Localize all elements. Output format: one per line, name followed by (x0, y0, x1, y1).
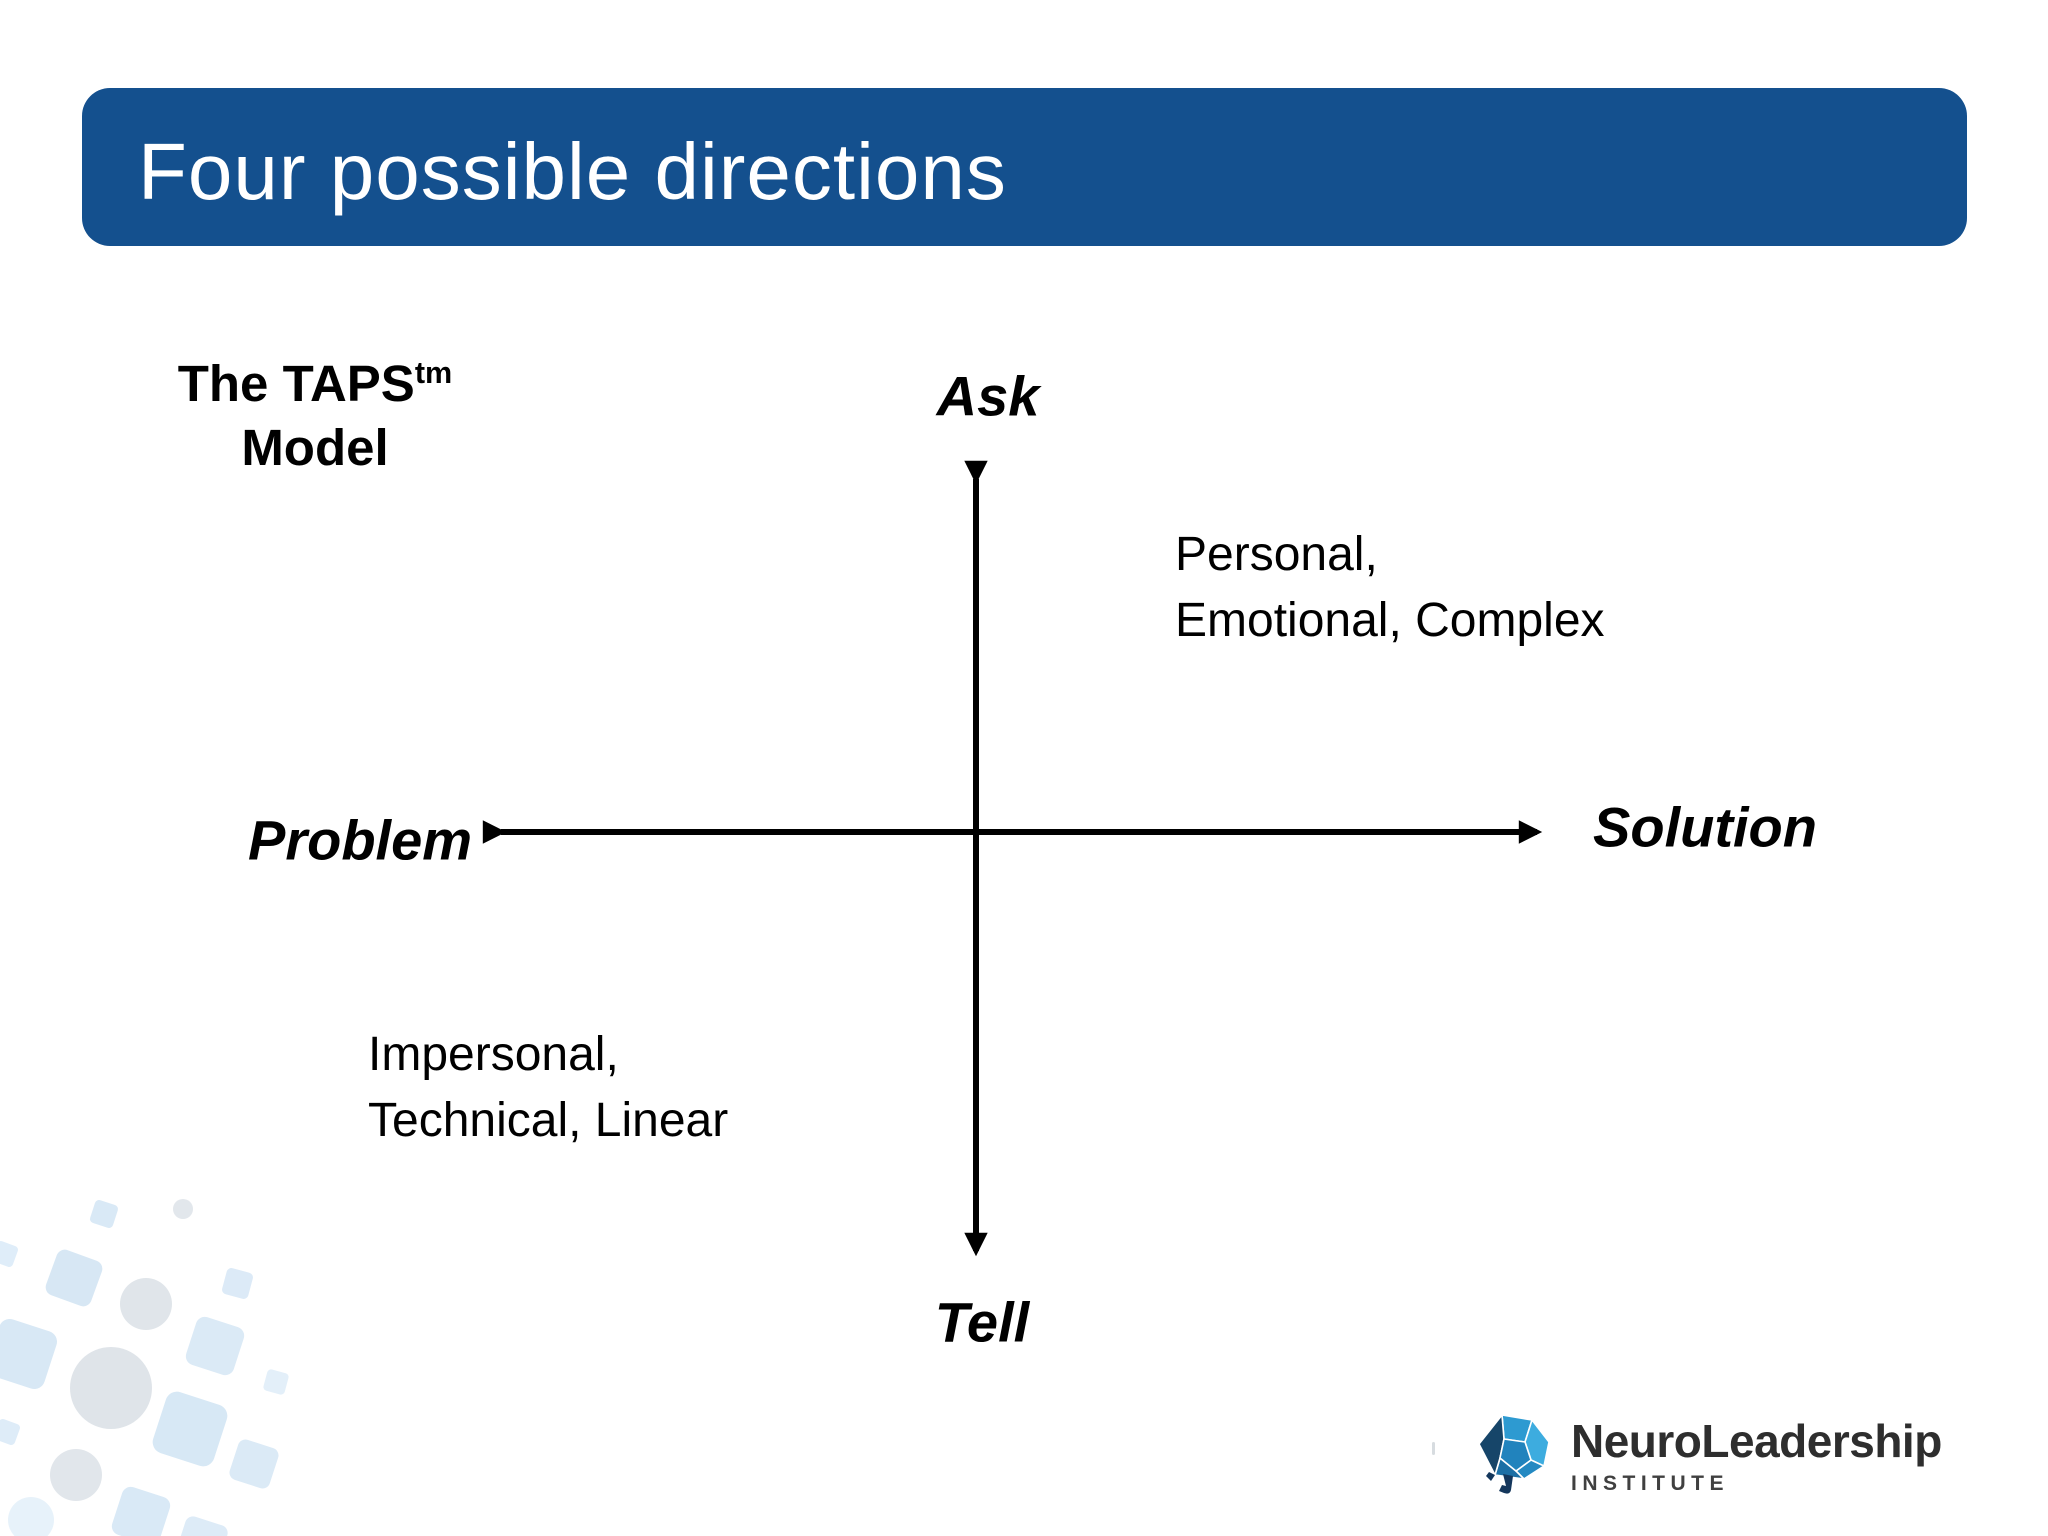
neuroleadership-logo: NeuroLeadership INSTITUTE (1475, 1412, 1942, 1500)
quadrant-top-right-text: Personal, Emotional, Complex (1175, 522, 1605, 654)
title-bar: Four possible directions (82, 88, 1967, 246)
tm-superscript: tm (414, 356, 453, 390)
logo-subtitle: INSTITUTE (1571, 1472, 1729, 1495)
axis-label-tell: Tell (934, 1290, 1030, 1354)
quadrant-top-right-line2: Emotional, Complex (1175, 594, 1605, 648)
quadrant-top-right-line1: Personal, (1175, 528, 1378, 581)
faint-mark (1432, 1442, 1435, 1455)
brain-icon (1478, 1412, 1550, 1494)
quadrant-bottom-left-text: Impersonal, Technical, Linear (368, 1022, 728, 1154)
logo-name: NeuroLeadership (1571, 1415, 1942, 1467)
axis-label-solution: Solution (1593, 795, 1817, 859)
taps-model-line2: Model (241, 419, 389, 477)
axis-label-ask: Ask (936, 364, 1040, 428)
axis-label-problem: Problem (247, 808, 473, 872)
slide-title: Four possible directions (138, 127, 1007, 216)
taps-model-label: The TAPStm Model (115, 352, 515, 481)
quadrant-bottom-left-line2: Technical, Linear (368, 1094, 729, 1148)
logo-text: NeuroLeadership INSTITUTE (1571, 1412, 1942, 1494)
taps-model-line1: The TAPStm (177, 355, 453, 412)
quadrant-bottom-left-line1: Impersonal, (368, 1028, 619, 1081)
